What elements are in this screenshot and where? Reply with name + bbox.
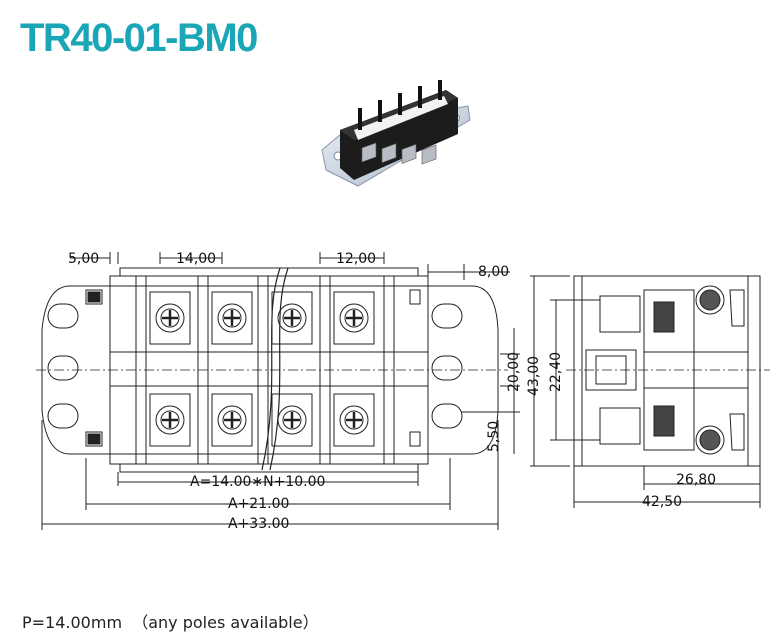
dim-ear-offset: 5,50 [486, 421, 502, 452]
dim-overall-height: 43,00 [526, 356, 542, 396]
poles-note: （any poles available） [132, 613, 319, 632]
pitch-label: P=14.00mm [22, 613, 123, 632]
dim-inner-height: 20,00 [506, 352, 522, 392]
dim-mid-height: 22,40 [548, 352, 564, 392]
formula-mid: A+21.00 [228, 496, 289, 512]
dim-pitch: 14,00 [176, 251, 216, 267]
formula-inner: A=14.00∗N+10.00 [190, 474, 325, 490]
formula-overall: A+33.00 [228, 516, 289, 532]
product-photo [321, 80, 471, 187]
mounting-plate [41, 285, 499, 455]
dim-ear-width: 8,00 [478, 264, 509, 280]
dim-hole-spacing: 12,00 [336, 251, 376, 267]
dim-end-margin: 5,00 [68, 251, 99, 267]
mounting-slots [47, 303, 463, 429]
dim-side-depth: 26,80 [676, 472, 716, 488]
footer-note: P=14.00mm （any poles available） [22, 609, 319, 633]
screws-top [149, 291, 375, 345]
dim-side-overall: 42,50 [642, 494, 682, 510]
product-title: TR40-01-BM0 [20, 16, 258, 60]
screws-bottom [149, 393, 375, 447]
